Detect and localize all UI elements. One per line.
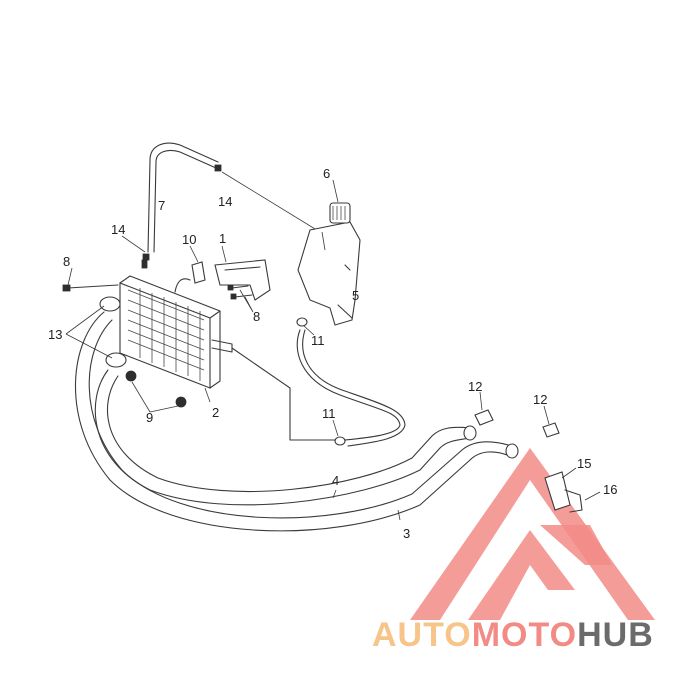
- callout-6: 6: [323, 166, 330, 181]
- callout-14-right: 14: [218, 194, 232, 209]
- overflow-hose-part: [231, 317, 406, 447]
- hose-clamps-part: [99, 296, 187, 408]
- callout-12-left: 12: [468, 379, 482, 394]
- callout-2: 2: [212, 405, 219, 420]
- callout-9: 9: [146, 410, 153, 425]
- callout-15: 15: [577, 456, 591, 471]
- callout-12-right: 12: [533, 392, 547, 407]
- radiator-hoses-part: [74, 311, 519, 532]
- callout-10: 10: [182, 232, 196, 247]
- watermark-auto: AUTO: [372, 616, 472, 654]
- callout-8-right: 8: [253, 309, 260, 324]
- bracket-part: [191, 259, 271, 301]
- radiator-part: [119, 275, 233, 389]
- callout-13: 13: [48, 327, 62, 342]
- watermark-logo: [410, 448, 655, 620]
- callout-16: 16: [603, 482, 617, 497]
- callout-5: 5: [352, 288, 359, 303]
- callout-14-left: 14: [111, 222, 125, 237]
- svg-text:AUTOMOTOHUB: AUTOMOTOHUB: [372, 616, 654, 654]
- watermark-hub: HUB: [577, 616, 654, 654]
- callout-numbers: 1 2 3 4 5 6 7 8 8 9 10 11 11 12 12 13 14…: [48, 166, 617, 541]
- callout-11-lower: 11: [322, 406, 336, 421]
- callout-3: 3: [403, 526, 410, 541]
- callout-1: 1: [219, 231, 226, 246]
- filler-hose-part: [142, 142, 321, 261]
- callout-7: 7: [158, 198, 165, 213]
- clamps-12-part: [474, 409, 560, 438]
- watermark-text: AUTOMOTOHUB: [372, 616, 654, 654]
- leader-lines: [65, 179, 601, 521]
- watermark-moto: MOTO: [472, 616, 577, 654]
- callout-8-left: 8: [63, 254, 70, 269]
- bracket-15-16-part: [544, 471, 583, 513]
- callout-4: 4: [332, 473, 339, 488]
- callout-11-upper: 11: [311, 333, 325, 348]
- reservoir-tank-part: [297, 202, 361, 326]
